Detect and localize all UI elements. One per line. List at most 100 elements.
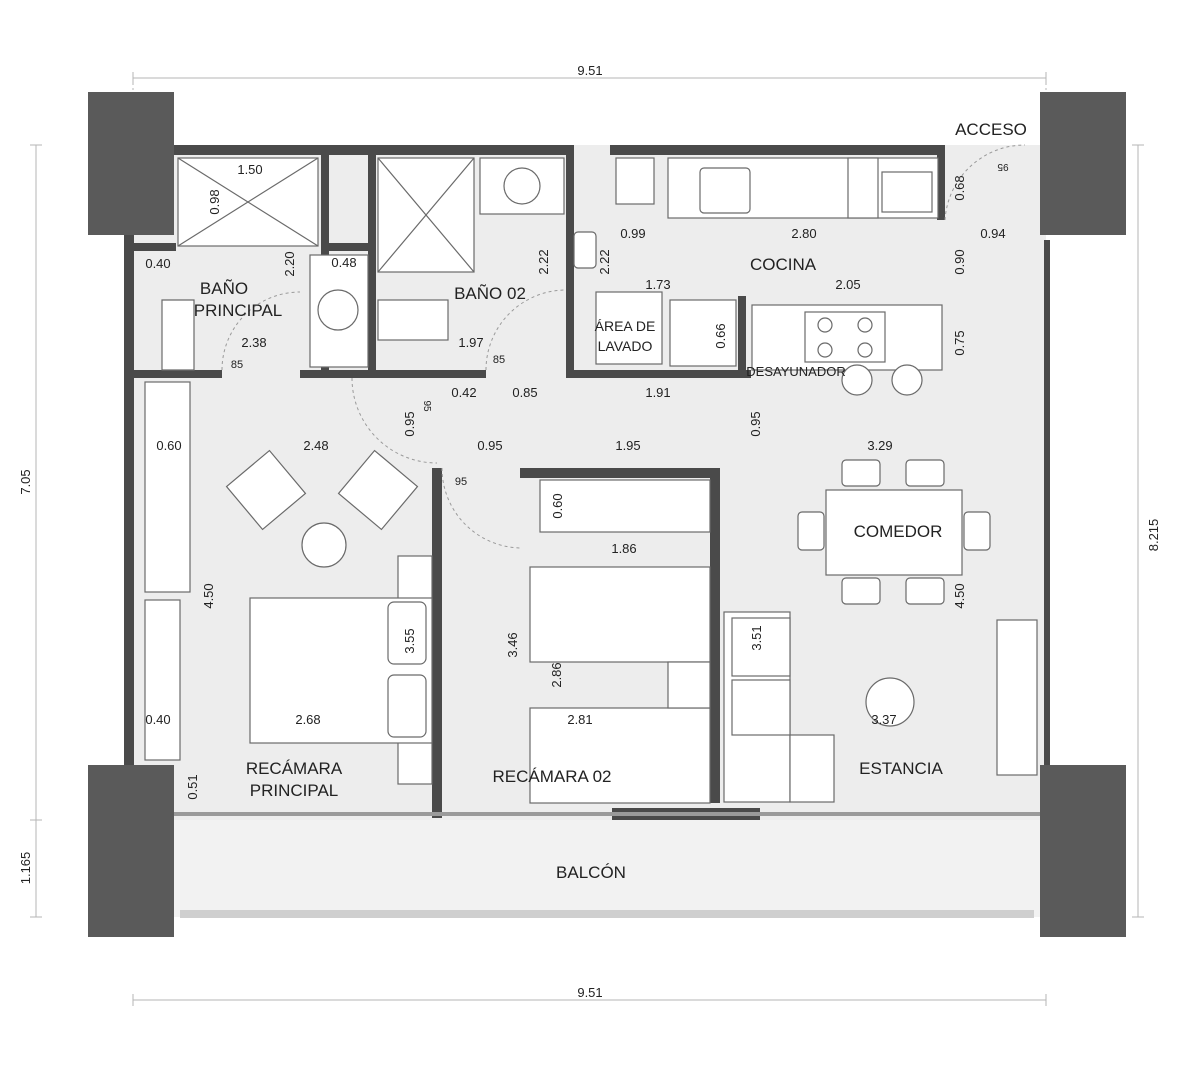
wall-top-left <box>174 145 574 155</box>
dim-2-48: 2.48 <box>303 438 328 453</box>
dim-0-95-a: 0.95 <box>402 411 417 436</box>
dim-0-48: 0.48 <box>331 255 356 270</box>
room-label-area-lavado-1: ÁREA DE <box>595 318 656 334</box>
room-label-bano-principal-2: PRINCIPAL <box>194 301 283 320</box>
dim-85-a: 85 <box>231 359 243 371</box>
dim-1-97: 1.97 <box>458 335 483 350</box>
wall-right <box>1044 240 1050 770</box>
dim-3-37: 3.37 <box>871 712 896 727</box>
dim-4-50-b: 4.50 <box>952 583 967 608</box>
wall-shaft <box>329 243 376 251</box>
wall-left <box>124 235 134 765</box>
room-label-acceso: ACCESO <box>955 120 1027 139</box>
dim-0-60-b: 0.60 <box>550 493 565 518</box>
dim-1-73: 1.73 <box>645 277 670 292</box>
wall-bath-bottom-a <box>134 370 222 378</box>
dimension-labels: 9.51 9.51 7.05 1.165 8.215 1.50 0.98 0.4… <box>18 63 1161 1000</box>
wall-bedroom-divider <box>432 468 442 818</box>
dim-2-20: 2.20 <box>282 251 297 276</box>
window-line <box>174 812 1044 816</box>
room-label-recamara-principal-1: RECÁMARA <box>246 759 343 778</box>
dim-bottom-total: 9.51 <box>577 985 602 1000</box>
dim-3-55: 3.55 <box>402 628 417 653</box>
balcony-floor <box>174 820 1044 917</box>
tv-unit <box>996 619 1038 776</box>
room-label-comedor: COMEDOR <box>854 522 943 541</box>
wall-laundry-right <box>738 296 746 376</box>
dim-0-98: 0.98 <box>207 189 222 214</box>
dim-0-85: 0.85 <box>512 385 537 400</box>
dim-top-total: 9.51 <box>577 63 602 78</box>
dim-95-top: 95 <box>997 161 1009 172</box>
laundry-sink <box>615 157 655 205</box>
dim-4-50-a: 4.50 <box>201 583 216 608</box>
wall-bath-step <box>134 243 176 251</box>
dim-0-95-c: 0.95 <box>477 438 502 453</box>
side-table <box>301 522 347 568</box>
dining-table <box>825 489 963 576</box>
room-labels: BAÑO PRINCIPAL BAÑO 02 COCINA ACCESO ÁRE… <box>194 120 1027 882</box>
dim-0-90: 0.90 <box>952 249 967 274</box>
dim-3-29: 3.29 <box>867 438 892 453</box>
dim-85-b: 85 <box>493 354 505 366</box>
cabinet-principal <box>144 599 181 761</box>
dim-2-86: 2.86 <box>549 662 564 687</box>
dim-95-c: 95 <box>455 476 467 488</box>
column-top-right <box>1040 92 1126 235</box>
wall-closet-top <box>520 468 720 478</box>
dim-1-86: 1.86 <box>611 541 636 556</box>
dim-0-68: 0.68 <box>952 175 967 200</box>
dim-3-51: 3.51 <box>749 625 764 650</box>
dim-0-75: 0.75 <box>952 330 967 355</box>
nightstand-02 <box>667 661 711 709</box>
armchair-1 <box>225 449 307 531</box>
wall-bath-bottom-b <box>300 370 486 378</box>
wall-bedroom2-right <box>710 468 720 803</box>
dim-2-05: 2.05 <box>835 277 860 292</box>
dim-2-81: 2.81 <box>567 712 592 727</box>
coffee-table <box>865 677 915 727</box>
furniture <box>144 157 1038 804</box>
armchair-2 <box>337 449 419 531</box>
dim-1-95: 1.95 <box>615 438 640 453</box>
dimension-lines <box>30 72 1144 1006</box>
dryer <box>669 299 737 367</box>
dim-0-99: 0.99 <box>620 226 645 241</box>
room-label-bano-02: BAÑO 02 <box>454 284 526 303</box>
stool-2 <box>891 364 923 396</box>
room-label-estancia: ESTANCIA <box>859 759 943 778</box>
dim-0-94: 0.94 <box>980 226 1005 241</box>
room-label-area-lavado-2: LAVADO <box>598 338 653 354</box>
closet-recamara-02 <box>539 479 711 533</box>
bed-02-a <box>529 566 711 663</box>
dim-left-balcony: 1.165 <box>18 852 33 885</box>
dim-2-80: 2.80 <box>791 226 816 241</box>
dim-0-51: 0.51 <box>185 774 200 799</box>
dim-1-91: 1.91 <box>645 385 670 400</box>
dim-2-22-a: 2.22 <box>536 249 551 274</box>
structural-columns <box>88 92 1126 937</box>
column-bottom-right <box>1040 765 1126 937</box>
balcony-railing <box>180 910 1034 918</box>
dim-0-66: 0.66 <box>713 323 728 348</box>
wall-laundry-bottom <box>566 370 751 378</box>
walls <box>124 145 1050 820</box>
dim-2-68: 2.68 <box>295 712 320 727</box>
dim-0-40-a: 0.40 <box>145 256 170 271</box>
room-label-cocina: COCINA <box>750 255 817 274</box>
toilet-bano-02 <box>377 299 449 341</box>
dim-95-b: 95 <box>421 400 432 412</box>
wall-bath2-right <box>566 155 574 370</box>
closet-principal <box>144 381 191 593</box>
room-label-bano-principal-1: BAÑO <box>200 279 248 298</box>
dim-3-46: 3.46 <box>505 632 520 657</box>
door-swings <box>221 144 1026 549</box>
water-heater <box>573 231 597 269</box>
dim-left-total: 7.05 <box>18 469 33 494</box>
dim-0-95-b: 0.95 <box>748 411 763 436</box>
room-label-recamara-principal-2: PRINCIPAL <box>250 781 339 800</box>
dim-0-40-b: 0.40 <box>145 712 170 727</box>
wall-bath2-left <box>368 155 376 370</box>
dim-1-50: 1.50 <box>237 162 262 177</box>
